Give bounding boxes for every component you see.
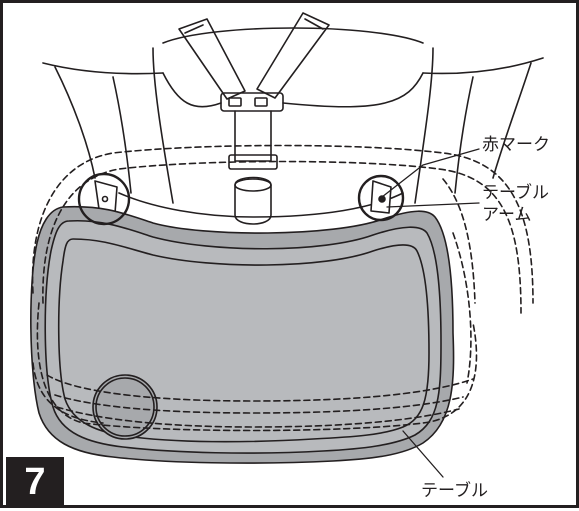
table-leader (402, 430, 444, 478)
right-highlight-circle (357, 174, 405, 222)
table-arm-label-line1: テーブル (482, 183, 549, 203)
table-arm-leader (386, 202, 480, 208)
right-table-arm (370, 180, 392, 214)
step-number-badge: 7 (6, 457, 64, 508)
red-mark-leader (381, 148, 480, 198)
table-label: テーブル (421, 481, 488, 501)
crotch-post (234, 176, 272, 225)
high-chair-tray-illustration (30, 12, 544, 478)
left-highlight-circle (77, 172, 131, 226)
harness-straps (162, 12, 424, 170)
red-mark-label: 赤マーク (482, 135, 550, 155)
table-arm-label-line2: アーム (482, 205, 532, 225)
dashed-hidden-outline (31, 144, 534, 432)
tray-inner-well (57, 238, 430, 443)
